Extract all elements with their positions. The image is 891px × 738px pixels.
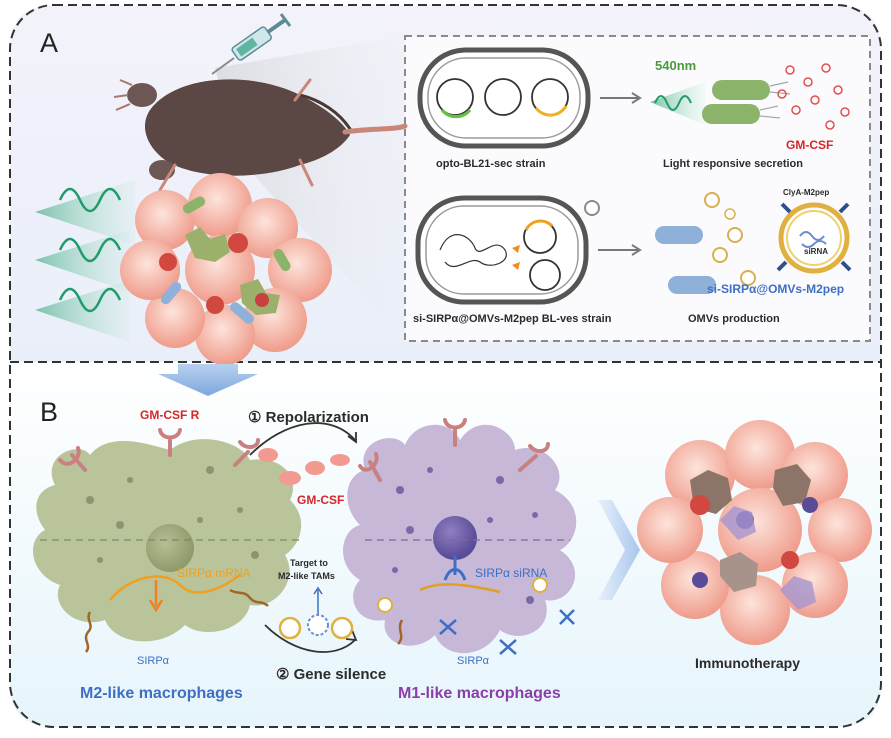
gmcsf-label-b: GM-CSF <box>297 493 345 507</box>
sirpa-left-label: SIRPα <box>137 655 170 667</box>
sirpa-right-label: SIRPα <box>457 655 490 667</box>
omv-production-label: OMVs production <box>688 313 780 325</box>
ves-bacterium <box>415 195 600 305</box>
target-line2-label: M2-like TAMs <box>278 571 335 581</box>
m1-label: M1-like macrophages <box>398 685 561 702</box>
m2-macrophage <box>33 428 302 653</box>
strain1-label: opto-BL21-sec strain <box>436 158 546 170</box>
clya-label: ClyA-M2pep <box>783 188 830 197</box>
gmcsf-r-label: GM-CSF R <box>140 408 200 422</box>
panel-b-letter: B <box>40 397 59 427</box>
omvs-b <box>278 614 354 640</box>
opto-bacterium <box>417 47 591 149</box>
m2-label: M2-like macrophages <box>80 685 243 702</box>
gmcsf-particles <box>258 448 350 485</box>
omv-name-label: si-SIRPα@OMVs-M2pep <box>707 282 845 296</box>
wavelength-label: 540nm <box>655 58 697 73</box>
down-arrow-icon <box>158 364 258 396</box>
immunotherapy-label: Immunotherapy <box>695 655 801 671</box>
right-arrow-icon <box>598 500 640 600</box>
tumor-b <box>637 420 872 645</box>
secretion-label: Light responsive secretion <box>663 158 803 170</box>
secretion-illustration <box>650 63 850 130</box>
panel-a-letter: A <box>40 28 59 58</box>
target-line1-label: Target to <box>290 558 328 568</box>
light-beams-a <box>35 180 135 342</box>
m1-macrophage <box>343 418 577 655</box>
gmcsf-label-a: GM-CSF <box>786 138 834 152</box>
syringe-illustration <box>211 13 292 75</box>
tumor-a <box>120 173 332 365</box>
gene-silence-label: ② Gene silence <box>276 666 387 683</box>
mouse-illustration <box>113 78 408 200</box>
sirna-label-a: siRNA <box>804 247 829 256</box>
sirpa-sirna-label: SIRPα siRNA <box>475 566 548 580</box>
repolarization-label: ① Repolarization <box>248 409 369 426</box>
sirpa-mrna-label: SIRPα mRNA <box>177 566 251 580</box>
omv-production-illustration <box>655 192 852 294</box>
strain2-label: si-SIRPα@OMVs-M2pep BL-ves strain <box>413 313 612 325</box>
